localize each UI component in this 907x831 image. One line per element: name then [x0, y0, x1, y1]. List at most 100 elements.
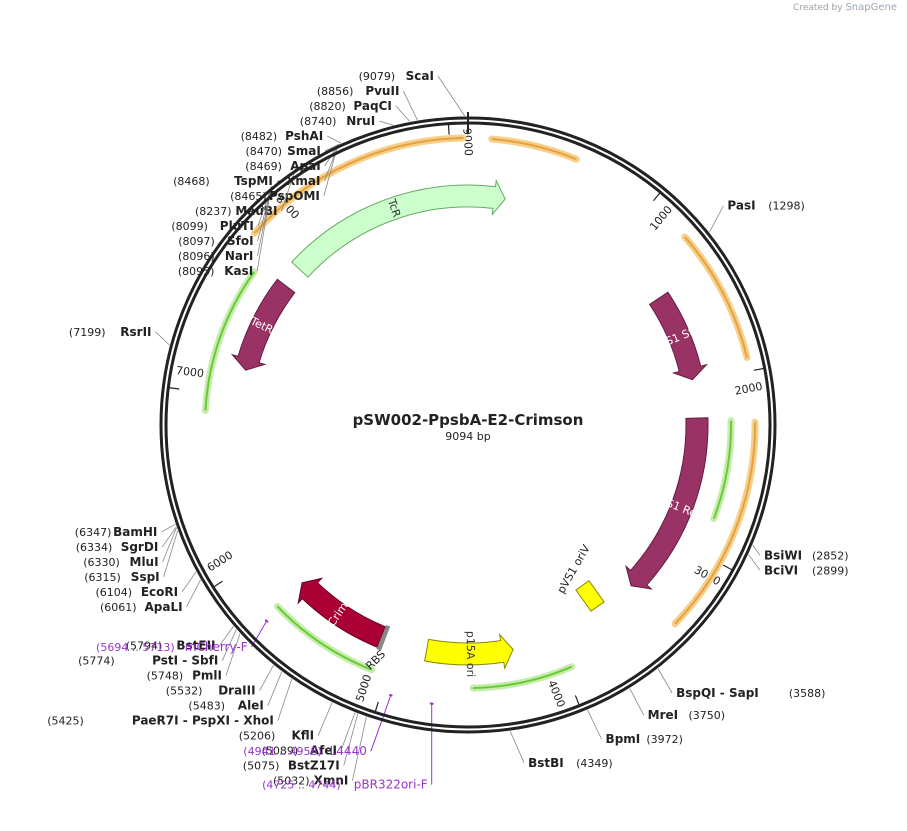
site-coord-mlui: (6330) [83, 556, 120, 569]
feature-arrow-p15a-ori [424, 633, 514, 670]
site-coord-apai: (8469) [245, 160, 282, 173]
primer-range-l4440: (4941 .. 4958) [243, 745, 322, 758]
green-annotation-arc [712, 420, 733, 519]
orange-annotation-arc [674, 422, 757, 625]
site-coord-paer7i-pspxi-xhoi: (5425) [47, 715, 84, 728]
site-name-tspmi-xmai: TspMI - XmaI [234, 174, 320, 188]
green-annotation-arc [204, 271, 256, 411]
site-coord-bamhi: (6347) [75, 526, 112, 539]
plasmid-name: pSW002-PpsbA-E2-Crimson [353, 411, 584, 429]
site-leader-pshai [327, 135, 342, 144]
site-name-nrui: NruI [346, 114, 375, 128]
site-name-scai: ScaI [406, 69, 434, 83]
site-name-bpmi: BpmI [606, 732, 641, 746]
site-coord-kfli: (5206) [239, 730, 276, 743]
site-leader-kfli [317, 702, 333, 736]
site-name-bsteii: BstEII [176, 639, 215, 653]
site-leader-apali [186, 579, 201, 608]
site-leader-nrui [379, 120, 394, 126]
site-name-bstbi: BstBI [528, 756, 564, 770]
site-name-sfoi: SfoI [227, 234, 254, 248]
site-leader-bsteii [219, 626, 234, 646]
site-coord-psti-sbfi: (5774) [78, 655, 115, 668]
site-name-mlui: MluI [130, 555, 159, 569]
feature-arrow-pvs1-staa [648, 291, 709, 381]
site-coord-sgrdi: (6334) [76, 541, 113, 554]
orange-annotation-arc [491, 138, 577, 161]
site-coord-xmni: (5032) [273, 775, 310, 788]
site-coord-smai: (8470) [245, 145, 282, 158]
site-leader-bamhi [161, 523, 176, 533]
site-leader-ecori [181, 571, 197, 593]
site-coord-pshai: (8482) [241, 130, 278, 143]
origin-box [575, 580, 605, 612]
primer-name-mcherry-f: mCherry-F [185, 640, 248, 654]
green-annotation-glow [710, 417, 735, 523]
site-coord-bsiwi: (2852) [812, 549, 849, 562]
green-annotation-arc [276, 605, 372, 671]
site-coord-scai: (9079) [359, 70, 396, 83]
site-leader-paqci [395, 105, 411, 122]
site-leader-afei [340, 712, 356, 751]
site-coord-bstbi: (4349) [576, 757, 613, 770]
site-name-pasi: PasI [727, 199, 755, 213]
site-name-afei: AfeI [310, 744, 337, 758]
restriction-site-layer: PasI(1298)BsiWI(2852)BciVI(2899)BspQI - … [47, 69, 848, 788]
site-coord-nari: (8096) [178, 250, 215, 263]
site-coord-apali: (6061) [100, 601, 137, 614]
site-leader-xmni [351, 716, 367, 781]
site-name-psti-sbfi: PstI - SbfI [152, 654, 218, 668]
site-coord-bstz17i: (5075) [243, 760, 280, 773]
site-name-alei: AleI [238, 699, 264, 713]
site-leader-psti-sbfi [221, 629, 237, 661]
site-leader-sgrdi [161, 526, 177, 548]
site-leader-pasi [709, 205, 724, 233]
site-name-pspomi: PspOMI [269, 189, 320, 203]
feature-arrow-tetr [230, 278, 296, 371]
site-name-sgrdi: SgrDI [121, 540, 159, 554]
site-coord-maubi: (8237) [195, 205, 232, 218]
site-name-rsrii: RsrII [120, 325, 151, 339]
site-leader-mlui [162, 527, 177, 563]
site-name-bspqi-sapi: BspQI - SapI [676, 686, 759, 700]
site-name-smai: SmaI [287, 144, 321, 158]
feature-arrow-pvs1-repa [625, 417, 709, 590]
site-coord-afei: (5089) [262, 745, 299, 758]
annotation-arc-layer [201, 134, 759, 692]
tick-label-1000: 1000 [647, 203, 675, 233]
site-name-bstz17i: BstZ17I [288, 759, 340, 773]
site-leader-draiii [259, 664, 274, 691]
primer-leader-l4440 [370, 695, 392, 752]
site-name-draiii: DraIII [218, 684, 255, 698]
site-name-pmli: PmlI [192, 669, 222, 683]
tick-label-6000: 6000 [205, 548, 236, 574]
site-leader-bstz17i [343, 713, 359, 766]
primer-layer: mCherry-F(5694 .. 5713)L4440(4941 .. 495… [96, 618, 434, 792]
site-leader-maubi [281, 168, 296, 212]
primer-range-mcherry-f: (5694 .. 5713) [96, 641, 175, 654]
site-coord-bpmi: (3972) [646, 733, 683, 746]
green-annotation-arc [472, 665, 573, 689]
feature-arrow-tcr [290, 178, 506, 278]
site-leader-bcivi [748, 554, 761, 571]
primer-mark-mcherry-f [264, 618, 269, 623]
site-coord-ecori: (6104) [96, 586, 133, 599]
orange-annotation-glow [488, 135, 580, 163]
site-coord-nrui: (8740) [300, 115, 337, 128]
site-coord-sfoi: (8097) [178, 235, 215, 248]
site-name-bcivi: BciVI [764, 563, 798, 577]
orange-annotation-arc [253, 137, 464, 234]
backbone-inner [164, 121, 772, 729]
site-leader-smai [324, 143, 340, 152]
site-leader-bsiwi [752, 545, 761, 556]
site-name-xmni: XmnI [314, 774, 349, 788]
feature-arrow-e2-crimson [297, 577, 386, 648]
feature-label-p15a-ori: p15A ori [464, 631, 477, 677]
site-coord-pvuii: (8856) [317, 85, 354, 98]
site-coord-sspi: (6315) [84, 571, 121, 584]
primer-name-pbr322ori-f: pBR322ori-F [354, 778, 428, 792]
site-leader-paer7i-pspxi-xhoi [277, 678, 293, 721]
tick-label-2000: 2000 [734, 380, 764, 398]
credit-brand: SnapGene [845, 2, 897, 13]
